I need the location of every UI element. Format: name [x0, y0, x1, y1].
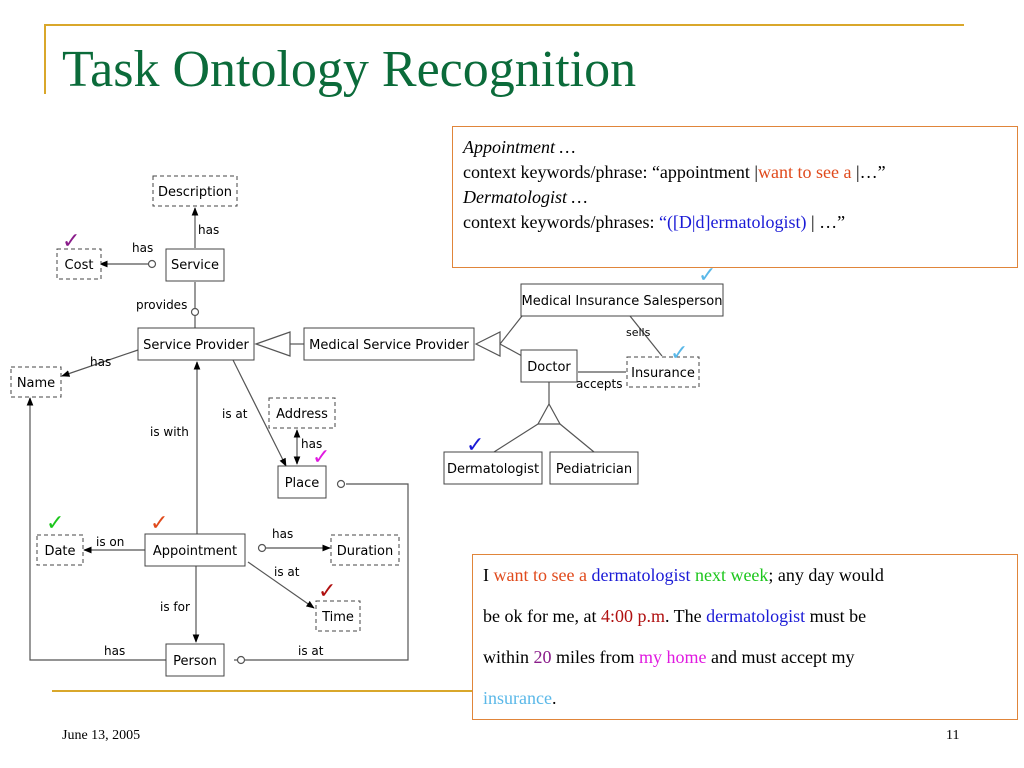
query-line-1: I want to see a dermatologist next week;…	[483, 565, 884, 585]
label-has-name: has	[90, 355, 111, 369]
dermatologist-heading: Dermatologist …	[463, 187, 588, 207]
label-is-for: is for	[160, 600, 190, 614]
circle-person-place	[236, 655, 246, 665]
check-mark-icon: ✓	[62, 229, 80, 254]
node-doctor: Doctor	[520, 349, 578, 383]
isa-triangle-service-provider	[254, 331, 291, 357]
check-mark-icon: ✓	[698, 263, 716, 288]
svg-text:Description: Description	[158, 185, 232, 200]
label-has-cost: has	[132, 241, 153, 255]
label-person-has: has	[104, 644, 125, 658]
edge-has-name	[61, 349, 139, 377]
svg-text:Place: Place	[285, 476, 320, 491]
label-sells: sells	[626, 326, 651, 339]
label-is-at-place: is at	[222, 407, 248, 421]
page-number: 11	[946, 728, 960, 743]
query-box: I want to see a dermatologist next week;…	[472, 554, 1018, 720]
circle-appointment-duration	[257, 543, 267, 553]
svg-text:Date: Date	[44, 544, 75, 559]
svg-text:Appointment: Appointment	[153, 544, 237, 559]
edge-sp-is-at-place	[232, 359, 287, 467]
circle-provides	[190, 307, 200, 317]
query-line-2: be ok for me, at 4:00 p.m. The dermatolo…	[483, 606, 867, 626]
svg-text:Duration: Duration	[337, 544, 393, 559]
label-has-duration: has	[272, 527, 293, 541]
label-is-with: is with	[150, 425, 189, 439]
svg-text:Cost: Cost	[65, 258, 94, 273]
label-person-is-at: is at	[298, 644, 324, 658]
edge-sells	[629, 315, 663, 357]
footer-date: June 13, 2005	[62, 728, 141, 743]
slide-title: Task Ontology Recognition	[62, 41, 637, 98]
node-service-provider: Service Provider	[137, 327, 255, 361]
circle-place	[336, 479, 346, 489]
svg-text:Service Provider: Service Provider	[143, 338, 249, 353]
query-line-3: within 20 miles from my home and must ac…	[483, 647, 855, 667]
edge-isa-doctor	[499, 343, 523, 357]
node-place: Place	[277, 465, 327, 499]
node-appointment: Appointment	[144, 533, 246, 567]
label-has-address: has	[301, 437, 322, 451]
svg-text:Pediatrician: Pediatrician	[556, 462, 632, 477]
check-mark-icon: ✓	[46, 511, 64, 536]
node-medical-service-provider: Medical Service Provider	[303, 327, 475, 361]
node-description: Description	[152, 175, 238, 207]
label-provides: provides	[136, 298, 187, 312]
label-is-on: is on	[96, 535, 124, 549]
node-name: Name	[10, 366, 62, 398]
node-cost: Cost	[56, 248, 102, 280]
bottom-rule	[52, 690, 472, 692]
edge-isa-pediatrician	[559, 423, 595, 453]
svg-text:Person: Person	[173, 654, 217, 669]
circle-service-cost	[147, 259, 157, 269]
left-rule	[44, 24, 46, 94]
node-pediatrician: Pediatrician	[549, 451, 639, 485]
edge-isa-salesperson	[499, 315, 523, 345]
svg-text:Insurance: Insurance	[631, 366, 695, 381]
node-date: Date	[36, 534, 84, 566]
node-time: Time	[315, 600, 361, 632]
svg-text:Dermatologist: Dermatologist	[447, 462, 539, 477]
node-medical-insurance-salesperson: Medical Insurance Salesperson	[520, 283, 724, 317]
svg-text:Doctor: Doctor	[527, 360, 571, 375]
context-keywords-box: Appointment … context keywords/phrase: “…	[452, 126, 1018, 268]
node-person: Person	[165, 643, 225, 677]
dermatologist-keywords: context keywords/phrases: “([D|d]ermatol…	[463, 212, 846, 232]
svg-text:Service: Service	[171, 258, 219, 273]
query-line-4: insurance.	[483, 688, 557, 708]
node-duration: Duration	[330, 534, 400, 566]
node-service: Service	[165, 248, 225, 282]
svg-text:Time: Time	[321, 610, 354, 625]
svg-text:Address: Address	[276, 407, 328, 422]
top-rule	[44, 24, 964, 26]
label-is-at-time: is at	[274, 565, 300, 579]
node-insurance: Insurance	[626, 356, 700, 388]
check-mark-icon: ✓	[670, 341, 688, 366]
label-has-description: has	[198, 223, 219, 237]
node-dermatologist: Dermatologist	[443, 451, 543, 485]
check-mark-icon: ✓	[466, 433, 484, 458]
check-mark-icon: ✓	[312, 445, 330, 470]
isa-triangle-msp	[474, 331, 501, 357]
svg-text:Medical Service Provider: Medical Service Provider	[309, 338, 469, 353]
edge-person-is-at-place	[234, 483, 409, 661]
label-accepts: accepts	[576, 377, 623, 391]
svg-text:Name: Name	[17, 376, 55, 391]
check-mark-icon: ✓	[318, 579, 336, 604]
svg-text:Medical Insurance Salesperson: Medical Insurance Salesperson	[521, 294, 722, 309]
node-address: Address	[268, 397, 336, 429]
appointment-heading: Appointment …	[463, 137, 576, 157]
check-mark-icon: ✓	[150, 511, 168, 536]
appointment-keywords: context keywords/phrase: “appointment |w…	[463, 162, 886, 182]
isa-triangle-doctor	[536, 402, 562, 425]
edge-isa-dermatologist	[493, 423, 539, 453]
edge-is-at-time	[247, 561, 315, 609]
edge-person-has-name	[26, 397, 166, 661]
